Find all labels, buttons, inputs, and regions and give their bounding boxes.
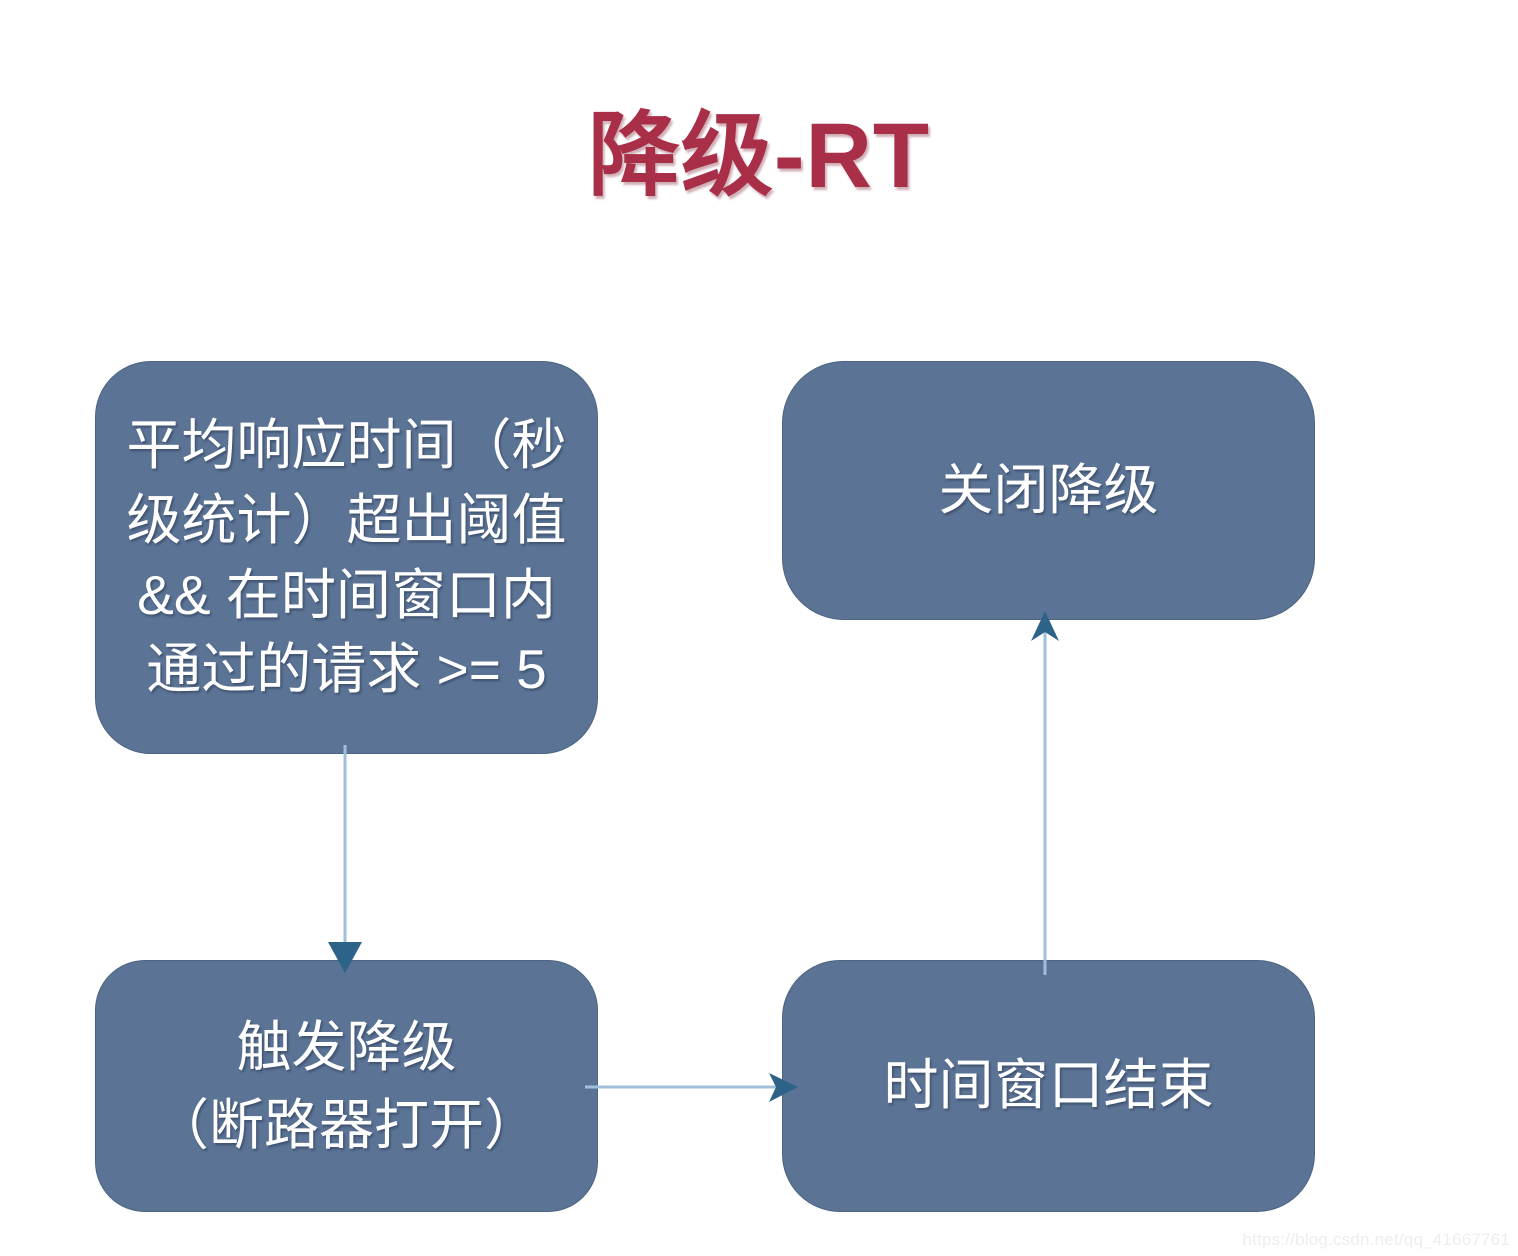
flow-box-window-end[interactable]: 时间窗口结束	[782, 960, 1315, 1212]
flow-box-trigger-degrade[interactable]: 触发降级 （断路器打开）	[95, 960, 598, 1212]
arrow-down-condition-to-trigger	[328, 745, 362, 973]
flow-box-condition[interactable]: 平均响应时间（秒级统计）超出阈值 && 在时间窗口内通过的请求 >= 5	[95, 361, 598, 754]
arrow-up-window-to-close-degrade	[1031, 611, 1059, 975]
flow-box-close-degrade[interactable]: 关闭降级	[782, 361, 1315, 620]
flow-box-close-degrade-label: 关闭降级	[938, 458, 1159, 521]
flow-box-condition-label: 平均响应时间（秒级统计）超出阈值 && 在时间窗口内通过的请求 >= 5	[126, 413, 567, 701]
page-title: 降级-RT	[587, 105, 931, 207]
flow-box-trigger-degrade-label: 触发降级 （断路器打开）	[153, 1015, 539, 1156]
flow-box-window-end-label: 时间窗口结束	[883, 1054, 1214, 1117]
arrow-right-trigger-to-window	[585, 1073, 798, 1102]
watermark-text: https://blog.csdn.net/qq_41667761	[1242, 1230, 1510, 1249]
